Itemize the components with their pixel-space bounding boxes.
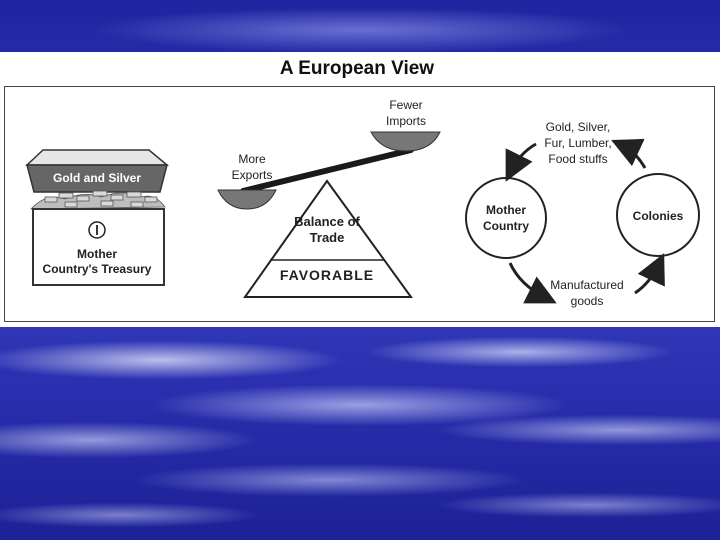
exports-pan [218, 190, 276, 209]
bottom-arrow-left [510, 263, 546, 298]
top-arrow-left [511, 144, 536, 171]
country-label: Country [483, 219, 529, 233]
treasury-chest: Gold and Silver Mother Country's Treasur… [27, 150, 167, 285]
manufactured-label: Manufactured [550, 278, 623, 292]
mother-country-circle [466, 178, 546, 258]
goods-label-line2: Fur, Lumber, [544, 136, 611, 150]
goods-label: goods [571, 294, 604, 308]
balance-scale: Fewer Imports More Exports Balance of Tr… [218, 98, 440, 297]
imports-pan [371, 132, 440, 151]
chest-lid-top [27, 150, 167, 165]
mother-label: Mother [486, 203, 526, 217]
mercantilism-diagram: Gold and Silver Mother Country's Treasur… [4, 86, 715, 322]
coins-pile [31, 191, 165, 209]
treasury-label-line1: Mother [77, 247, 117, 261]
trade-cycle: Mother Country Colonies Gold, Silver, Fu… [466, 120, 699, 308]
goods-label-line3: Food stuffs [548, 152, 607, 166]
colonies-label: Colonies [633, 209, 684, 223]
trade-label: Trade [310, 230, 345, 245]
goods-label-line1: Gold, Silver, [546, 120, 611, 134]
top-arrow-right [622, 145, 645, 168]
imports-label: Imports [386, 114, 426, 128]
gold-silver-label: Gold and Silver [53, 171, 141, 185]
more-label: More [238, 152, 266, 166]
slide-title: A European View [0, 58, 714, 80]
balance-of-label: Balance of [294, 214, 360, 229]
treasury-label-line2: Country's Treasury [43, 262, 152, 276]
bottom-arrow-right [635, 264, 659, 293]
favorable-label: FAVORABLE [280, 267, 374, 283]
fewer-label: Fewer [389, 98, 422, 112]
exports-label: Exports [232, 168, 273, 182]
